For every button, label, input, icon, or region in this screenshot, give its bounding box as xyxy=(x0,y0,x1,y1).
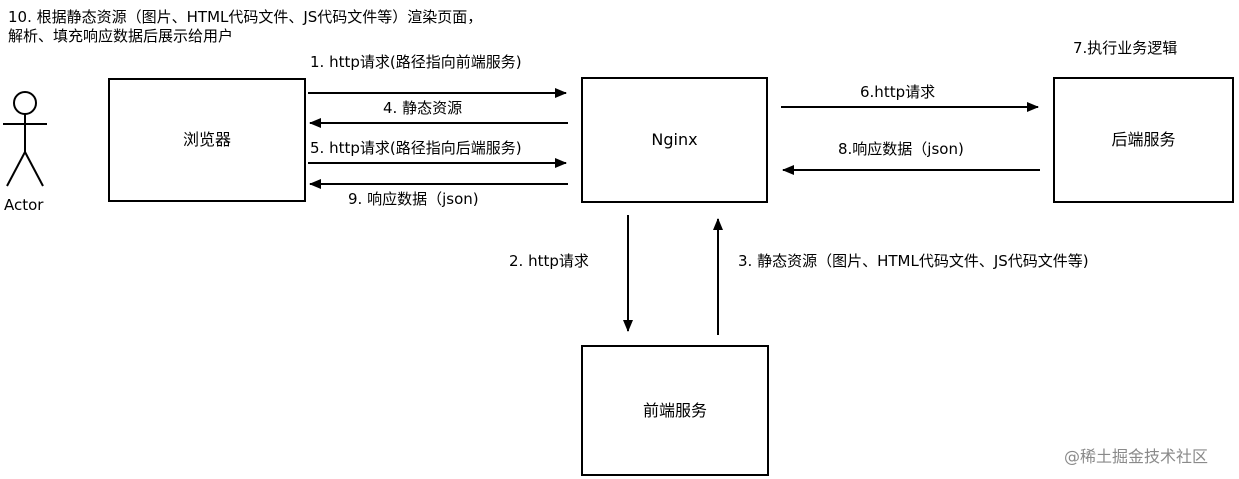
frontend-label: 前端服务 xyxy=(642,400,707,420)
actor-figure-icon xyxy=(3,91,47,187)
backend-box: 后端服务 xyxy=(1053,77,1234,203)
render-note-line-2: 解析、填充响应数据后展示给用户 xyxy=(8,27,234,45)
actor-label: Actor xyxy=(4,196,44,214)
step-4-label: 4. 静态资源 xyxy=(383,99,463,117)
step-9-label: 9. 响应数据（json) xyxy=(348,190,479,208)
render-note-line-1: 10. 根据静态资源（图片、HTML代码文件、JS代码文件等）渲染页面， xyxy=(8,8,483,26)
step-2-label: 2. http请求 xyxy=(509,252,589,270)
nginx-label: Nginx xyxy=(651,130,698,149)
step-5-label: 5. http请求(路径指向后端服务) xyxy=(310,139,522,157)
step-8-label: 8.响应数据（json) xyxy=(838,140,964,158)
step-7-label: 7.执行业务逻辑 xyxy=(1073,39,1178,57)
browser-box: 浏览器 xyxy=(108,78,306,202)
watermark-text: @稀土掘金技术社区 xyxy=(1064,447,1209,466)
step-3-label: 3. 静态资源（图片、HTML代码文件、JS代码文件等) xyxy=(738,252,1089,270)
backend-label: 后端服务 xyxy=(1111,130,1176,149)
nginx-box: Nginx xyxy=(581,77,768,203)
step-1-label: 1. http请求(路径指向前端服务) xyxy=(310,53,522,71)
browser-label: 浏览器 xyxy=(182,130,231,149)
step-6-label: 6.http请求 xyxy=(860,83,936,101)
frontend-box: 前端服务 xyxy=(581,345,769,476)
